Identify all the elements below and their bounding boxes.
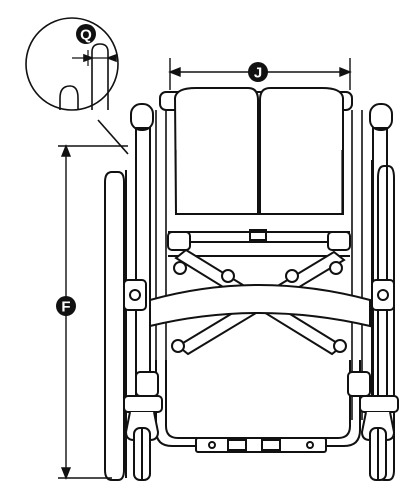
right-caster <box>359 395 399 481</box>
label-f: F <box>61 299 70 316</box>
front-crossbar <box>149 284 371 328</box>
label-f-badge: F <box>56 296 76 316</box>
detail-callout <box>25 17 129 155</box>
left-rear-wheel <box>104 170 127 481</box>
left-caster <box>123 395 163 481</box>
seat-clamps <box>167 231 351 251</box>
label-j-badge: J <box>248 62 268 82</box>
backrest <box>159 87 353 241</box>
hub-housings <box>123 279 395 397</box>
right-push-handle <box>369 103 393 429</box>
label-q: Q <box>80 27 92 44</box>
lower-frame <box>155 360 361 447</box>
label-j: J <box>254 65 262 82</box>
footplate <box>195 437 327 453</box>
seat-frame <box>168 231 350 257</box>
label-q-badge: Q <box>76 24 96 44</box>
